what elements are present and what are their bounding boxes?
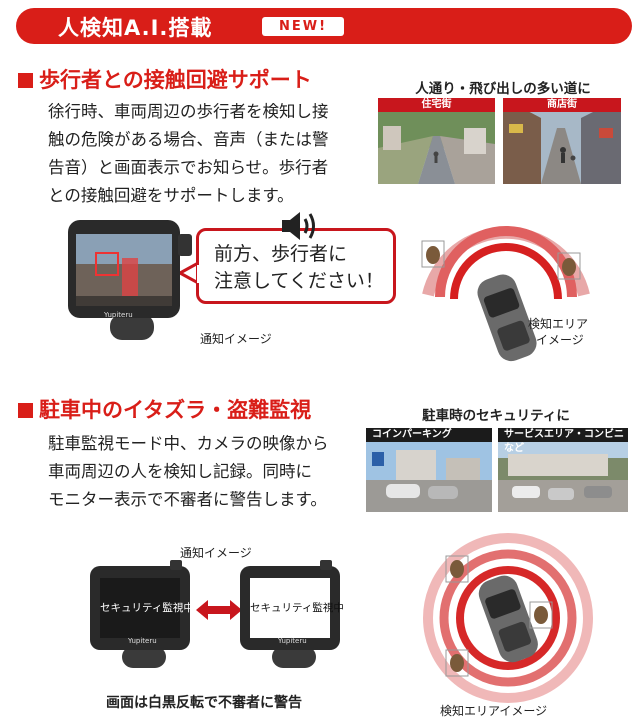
detection-area-diagram-1 — [421, 226, 590, 362]
pedestrian-section-title: 歩行者との接触回避サポート — [18, 64, 312, 94]
dashcam-brand-3: Yupiteru — [278, 637, 307, 645]
notify-caption-1: 通知イメージ — [200, 332, 272, 346]
screen-text-inverted: セキュリティ監視中 — [250, 602, 344, 614]
dashcam-device-2 — [90, 560, 190, 668]
area-caption-2: 検知エリアイメージ — [440, 704, 548, 718]
square-bullet-icon — [18, 73, 33, 88]
square-bullet-icon — [18, 403, 33, 418]
invert-caption: 画面は白黒反転で不審者に警告 — [106, 695, 302, 711]
dashcam-device-3 — [240, 560, 340, 668]
banner-title: 人検知A.I.搭載 — [58, 16, 213, 40]
residential-label: 住宅街 — [378, 98, 495, 112]
coin-parking-photo: コインパーキング — [366, 428, 492, 512]
shopping-street-photo: 商店街 — [503, 98, 621, 184]
speech-bubble-text: 前方、歩行者に 注意してください！ — [214, 243, 384, 292]
screen-text-normal: セキュリティ監視中 — [100, 602, 194, 614]
speaker-icon — [282, 212, 315, 240]
dashcam-device-1 — [68, 220, 192, 340]
detection-area-diagram-2 — [423, 533, 593, 703]
shopping-label: 商店街 — [503, 98, 621, 112]
new-badge: NEW! — [262, 17, 344, 36]
dashcam-brand-2: Yupiteru — [128, 637, 157, 645]
residential-street-photo: 住宅街 — [378, 98, 495, 184]
parking-description: 駐車監視モード中、カメラの映像から 車両周辺の人を検知し記録。同時に モニター表… — [48, 434, 329, 509]
header-banner: 人検知A.I.搭載 NEW! — [16, 8, 632, 44]
area-caption-1: 検知エリア イメージ — [528, 317, 589, 347]
swap-arrow-icon — [196, 600, 242, 620]
coin-parking-label: コインパーキング — [366, 428, 492, 442]
parking-photo-heading: 駐車時のセキュリティに — [422, 408, 570, 424]
dashcam-brand-1: Yupiteru — [104, 311, 133, 319]
service-area-photo: サービスエリア・コンビニ など — [498, 428, 628, 512]
service-area-label: サービスエリア・コンビニ など — [498, 428, 628, 454]
notify-caption-2: 通知イメージ — [180, 546, 252, 560]
pedestrian-description: 徐行時、車両周辺の歩行者を検知し接 触の危険がある場合、音声（または警 告音）と… — [48, 102, 329, 205]
pedestrian-photo-heading: 人通り・飛び出しの多い道に — [415, 81, 591, 97]
parking-section-title: 駐車中のイタズラ・盗難監視 — [18, 394, 311, 424]
